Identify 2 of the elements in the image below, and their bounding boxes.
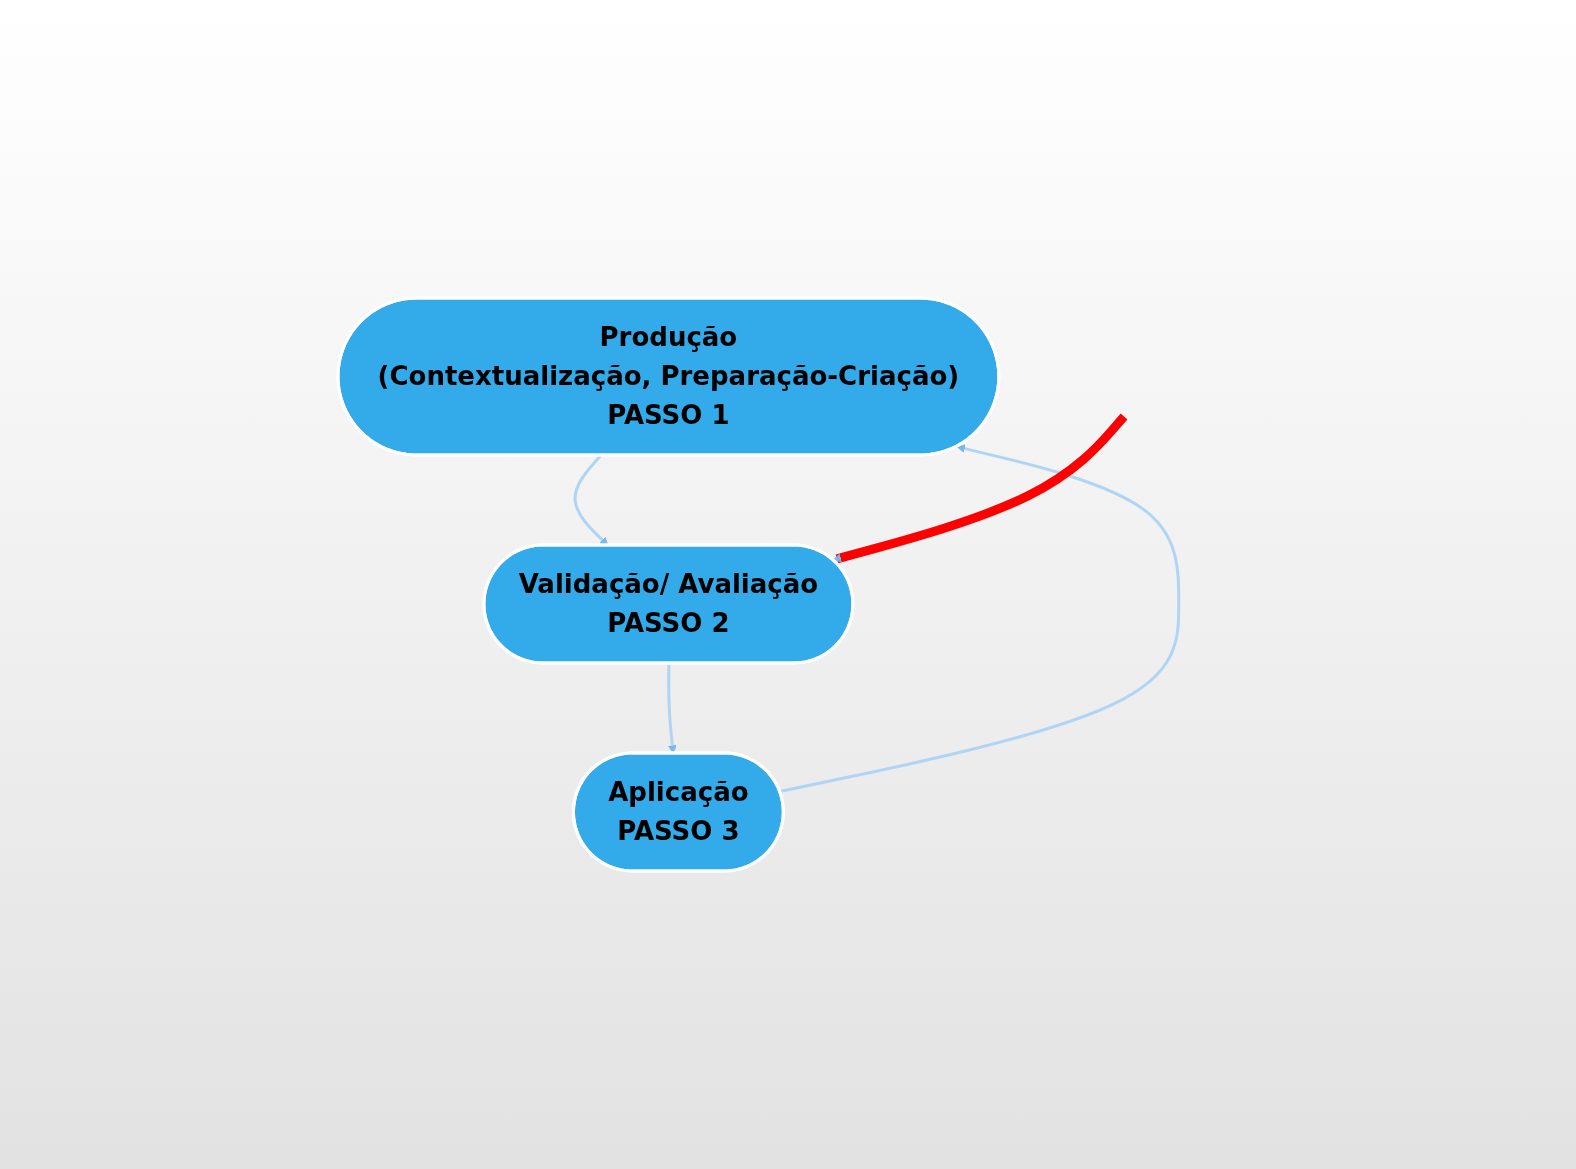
arrow xyxy=(832,413,1128,564)
arrow xyxy=(779,444,1180,793)
